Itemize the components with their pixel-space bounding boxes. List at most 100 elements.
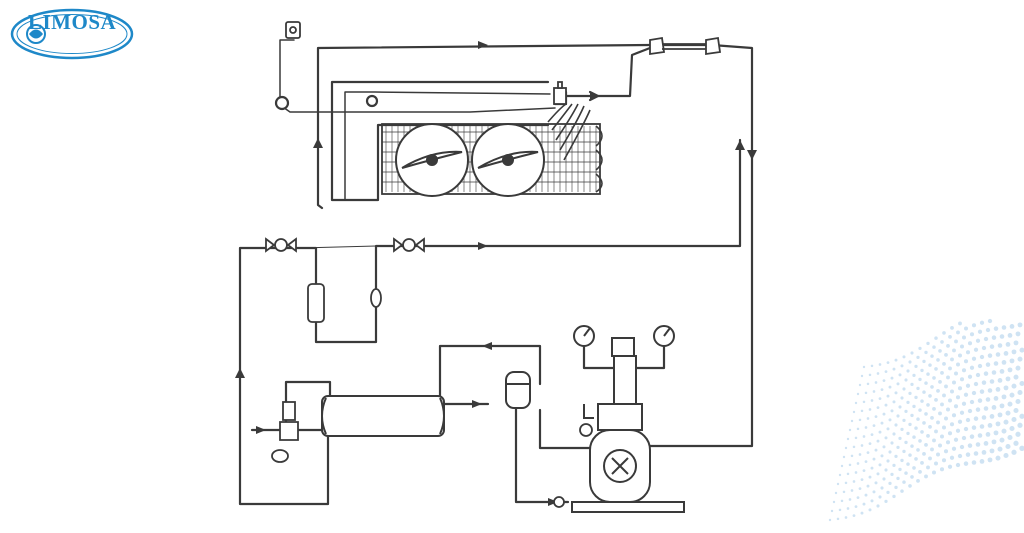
decor-dot xyxy=(894,391,898,395)
decor-dot xyxy=(870,466,874,470)
decor-dot xyxy=(1001,325,1007,330)
decor-dot xyxy=(975,407,981,412)
decor-dot xyxy=(906,431,910,436)
decor-dot xyxy=(882,477,886,481)
decor-dot xyxy=(854,436,858,440)
decor-dot xyxy=(926,372,930,376)
decor-dot xyxy=(898,405,902,409)
decor-dot xyxy=(912,404,916,409)
decor-dot xyxy=(950,389,954,394)
decor-dot xyxy=(924,474,928,479)
decor-dot xyxy=(868,442,872,445)
decor-dot xyxy=(989,414,995,419)
decor-dot xyxy=(1005,376,1011,382)
decor-dot xyxy=(854,471,858,474)
decor-dot xyxy=(910,444,914,448)
decor-dot xyxy=(854,505,858,508)
decor-dot xyxy=(956,362,960,367)
decor-dot xyxy=(918,439,922,443)
decor-dot xyxy=(997,343,1003,348)
decor-dot xyxy=(838,508,842,512)
decor-dot xyxy=(1005,443,1011,450)
decor-dot xyxy=(896,476,900,481)
decor-dot xyxy=(902,387,906,391)
decor-dot xyxy=(936,452,940,457)
decor-dot xyxy=(882,412,886,416)
decor-dot xyxy=(870,364,874,368)
decor-dot xyxy=(862,502,866,506)
decor-dot xyxy=(993,361,999,366)
decor-dot xyxy=(894,485,898,490)
decor-dot xyxy=(949,422,955,427)
decor-dot xyxy=(926,434,930,438)
decor-dot xyxy=(977,398,983,403)
decor-dot xyxy=(902,418,906,423)
decor-dot xyxy=(940,434,944,439)
decor-dot xyxy=(882,379,886,382)
pressure-switch-line xyxy=(279,39,556,113)
decor-dot xyxy=(908,484,912,488)
decor-dot xyxy=(965,417,971,423)
decor-dot xyxy=(1001,394,1007,400)
decor-dot xyxy=(987,318,993,324)
decor-dot xyxy=(951,413,957,418)
decor-dot xyxy=(892,400,896,404)
decor-dot xyxy=(961,368,967,373)
decor-dot xyxy=(904,471,908,475)
decor-dot xyxy=(866,417,870,420)
decor-dot xyxy=(1013,407,1019,414)
decor-dot xyxy=(886,459,890,463)
decor-dot xyxy=(971,323,977,328)
decor-dot xyxy=(981,345,987,351)
decor-dot xyxy=(864,426,868,429)
decor-dot xyxy=(922,359,926,364)
decor-dot xyxy=(995,352,1001,357)
decor-dot xyxy=(896,414,900,418)
decor-dot xyxy=(916,448,920,452)
evaporator-inlet-valve xyxy=(271,401,299,463)
decor-dot xyxy=(959,444,965,450)
decor-dot xyxy=(1009,392,1015,398)
decor-dot xyxy=(902,355,906,359)
decor-dot xyxy=(939,467,945,472)
decor-dot xyxy=(840,464,844,468)
decor-dot xyxy=(872,390,876,393)
decor-dot xyxy=(912,373,916,378)
decor-dot xyxy=(940,340,944,344)
decor-dot xyxy=(959,377,965,382)
decor-dot xyxy=(961,435,967,441)
decor-dot xyxy=(868,508,872,512)
decor-dot xyxy=(985,397,991,402)
limosa-logo xyxy=(10,8,134,60)
decor-dot xyxy=(944,353,948,357)
decor-dot xyxy=(938,411,942,416)
liquid-line xyxy=(238,244,422,506)
decor-dot xyxy=(892,463,896,468)
decor-dot xyxy=(967,341,973,346)
discharge-gauge xyxy=(653,325,675,347)
decor-dot xyxy=(906,400,910,405)
decor-dot xyxy=(880,388,884,391)
decor-dot xyxy=(926,465,930,470)
decor-dot xyxy=(878,495,882,499)
decor-dot xyxy=(884,499,888,504)
decor-dot xyxy=(884,403,888,407)
decor-dot xyxy=(1011,449,1017,455)
decor-dot xyxy=(910,475,914,479)
decor-dot xyxy=(938,349,942,353)
decor-dot xyxy=(942,331,946,335)
decor-dot xyxy=(991,370,997,375)
decor-dot xyxy=(1007,401,1013,407)
decor-dot xyxy=(999,437,1005,443)
decor-dot xyxy=(894,358,898,362)
decor-dot xyxy=(971,425,977,430)
decor-dot xyxy=(967,443,973,448)
decor-dot xyxy=(872,490,876,494)
decor-dot xyxy=(981,380,987,385)
decor-dot xyxy=(890,409,894,413)
decor-dot xyxy=(962,335,966,340)
decor-dot xyxy=(951,446,957,451)
decor-dot xyxy=(898,436,902,441)
decor-dot xyxy=(945,440,951,445)
decor-dot xyxy=(1017,422,1023,428)
